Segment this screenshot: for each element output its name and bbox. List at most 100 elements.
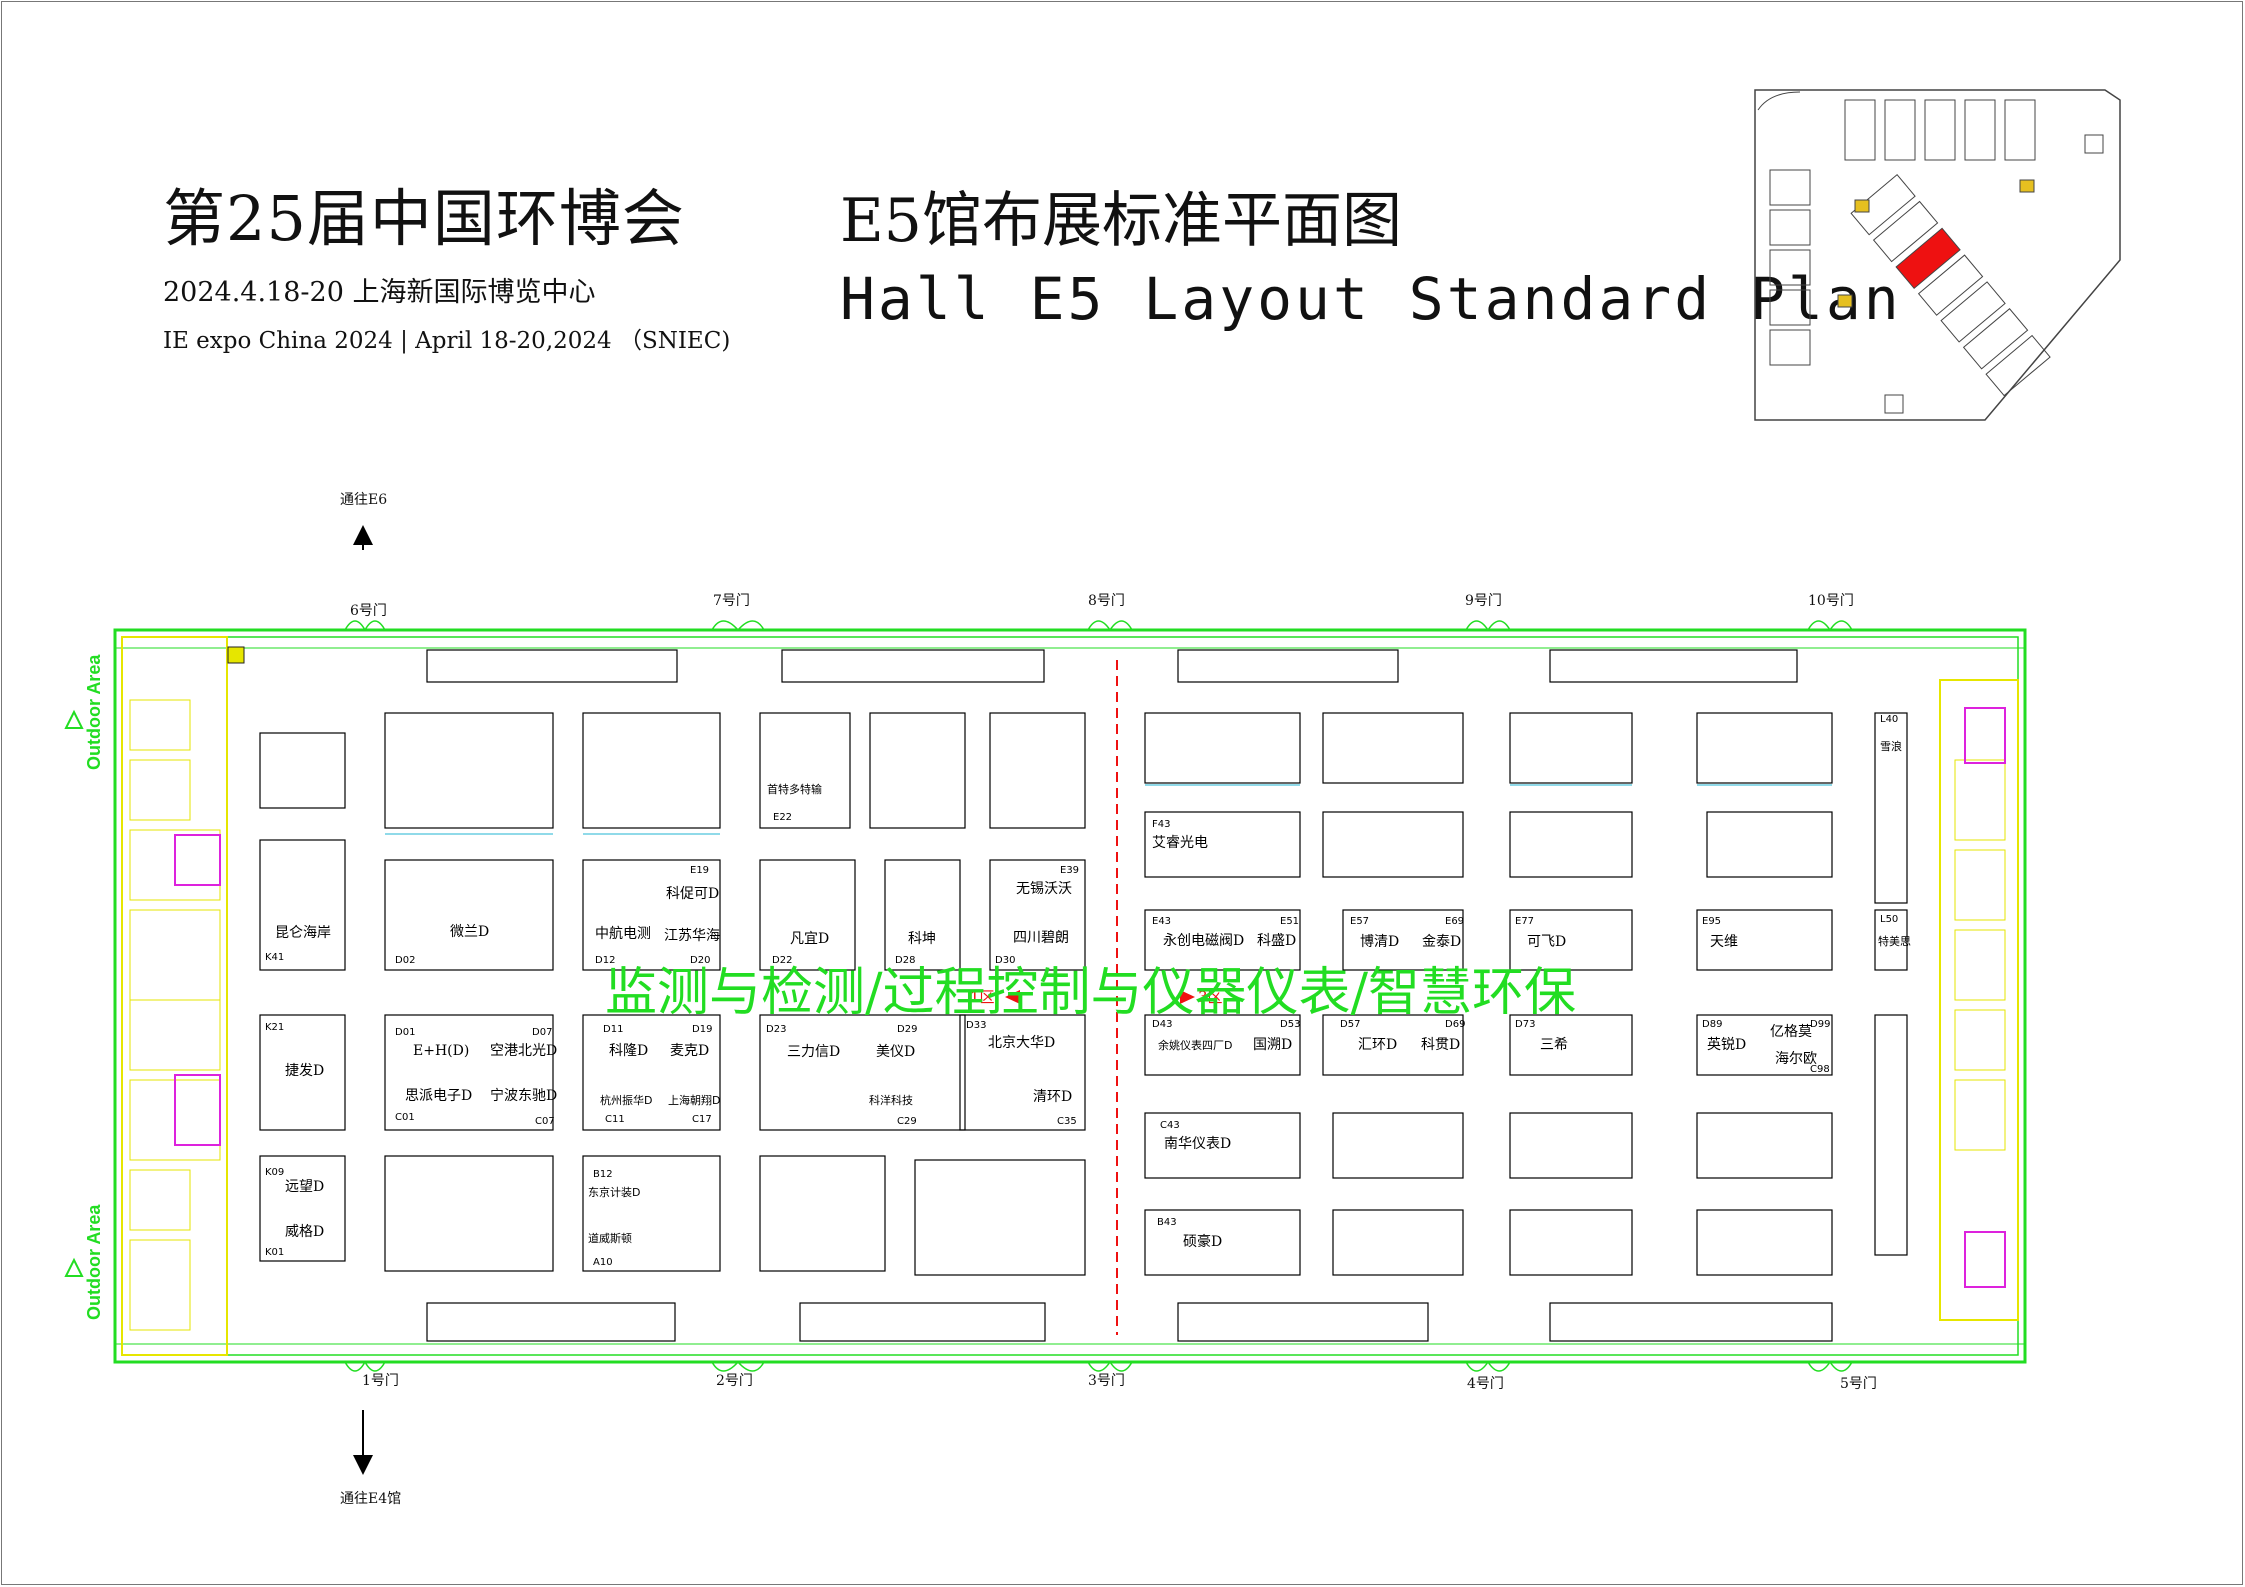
gate-3: 3号门 bbox=[1088, 1373, 1125, 1389]
booth-code: C11 bbox=[605, 1114, 625, 1125]
direction-label-e6: 通往E6 bbox=[340, 492, 387, 508]
booth-name: 清环D bbox=[1033, 1089, 1072, 1105]
booth-name: 硕豪D bbox=[1183, 1234, 1222, 1250]
booth-name: 金泰D bbox=[1422, 934, 1461, 950]
gate-4: 4号门 bbox=[1467, 1376, 1504, 1392]
booth-name: 英锐D bbox=[1707, 1036, 1746, 1053]
booth-code: D57 bbox=[1340, 1019, 1360, 1030]
hall-title-en: Hall E5 Layout Standard Plan bbox=[840, 265, 1902, 333]
booth-code: E77 bbox=[1515, 916, 1534, 927]
booth-code: E39 bbox=[1060, 865, 1079, 876]
booth-code: K09 bbox=[265, 1167, 284, 1178]
gate-10: 10号门 bbox=[1808, 593, 1854, 609]
gates-top: 6号门 7号门 8号门 9号门 10号门 bbox=[344, 593, 1854, 632]
booth-name: 海尔欧 bbox=[1775, 1051, 1817, 1067]
booth-code: D01 bbox=[395, 1027, 415, 1038]
booth-name: 科盛D bbox=[1257, 933, 1296, 949]
booth-name: 三希 bbox=[1540, 1037, 1568, 1053]
booth-name: 科坤 bbox=[908, 931, 936, 947]
booth-name: 四川碧朗 bbox=[1013, 930, 1069, 946]
gate-5: 5号门 bbox=[1840, 1376, 1877, 1392]
booth-name: 天维 bbox=[1710, 934, 1738, 950]
booth-name: 国溯D bbox=[1253, 1037, 1292, 1053]
expo-title-en: IE expo China 2024 | April 18-20,2024 （S… bbox=[163, 328, 731, 354]
booth-name: 可飞D bbox=[1527, 934, 1566, 950]
gate-1: 1号门 bbox=[362, 1373, 399, 1389]
booth-name: 远望D bbox=[285, 1179, 324, 1195]
booth-name: 三力信D bbox=[787, 1044, 840, 1060]
booth-outlines bbox=[259, 712, 1908, 1276]
bottom-perimeter-booths bbox=[426, 1302, 1833, 1342]
booth-name: 江苏华海 bbox=[664, 928, 720, 944]
hall-title-cn: E5馆布展标准平面图 bbox=[840, 186, 1402, 256]
booth-name: 道威斯顿 bbox=[588, 1231, 632, 1245]
booth-name: 东京计装D bbox=[588, 1185, 640, 1199]
booth-name: 科隆D bbox=[609, 1043, 648, 1059]
booth-name: 昆仑海岸 bbox=[275, 925, 331, 941]
booth-name: 中航电测 bbox=[595, 926, 651, 942]
booth-name: 永创电磁阀D bbox=[1163, 933, 1244, 949]
outdoor-area-label-top: Outdoor Area bbox=[84, 654, 104, 770]
booth-name: 麦克D bbox=[670, 1043, 709, 1059]
west-service-area bbox=[121, 636, 245, 1356]
booth-code: K21 bbox=[265, 1022, 284, 1033]
booth-code: D28 bbox=[895, 955, 915, 966]
gate-6: 6号门 bbox=[350, 603, 387, 619]
booth-labels: 昆仑海岸 K41 捷发D K21 远望D K09 威格D K01 微兰D D02… bbox=[265, 714, 1911, 1268]
expo-date-venue: 2024.4.18-20 上海新国际博览中心 bbox=[163, 277, 596, 308]
zone-marker-1: 1区 bbox=[970, 988, 995, 1006]
booth-code: D11 bbox=[603, 1024, 623, 1035]
booth-code: L40 bbox=[1880, 714, 1898, 725]
booth-code: C07 bbox=[535, 1116, 555, 1127]
direction-label-e4: 通往E4馆 bbox=[340, 1491, 401, 1507]
booth-code: D99 bbox=[1810, 1019, 1830, 1030]
outdoor-area-label-bottom: Outdoor Area bbox=[84, 1204, 104, 1320]
zone-marker-3: 3区 bbox=[1198, 988, 1223, 1006]
direction-to-e6: 通往E6 bbox=[340, 492, 387, 550]
booth-name: 博清D bbox=[1360, 933, 1399, 950]
booth-code: D73 bbox=[1515, 1019, 1535, 1030]
east-service-area bbox=[1939, 679, 2019, 1321]
expo-title: 第25届中国环博会 bbox=[163, 182, 685, 255]
gate-9: 9号门 bbox=[1465, 593, 1502, 609]
booth-code: K41 bbox=[265, 952, 284, 963]
booth-code: C29 bbox=[897, 1116, 917, 1127]
booth-name: 雪浪 bbox=[1880, 739, 1902, 753]
booth-code: D53 bbox=[1280, 1019, 1300, 1030]
booth-code: D89 bbox=[1702, 1019, 1722, 1030]
site-minimap bbox=[1754, 89, 2121, 421]
booth-code: E22 bbox=[773, 812, 792, 823]
booth-code: A10 bbox=[593, 1257, 613, 1268]
booth-name: 捷发D bbox=[285, 1063, 324, 1079]
booth-name: 特美思 bbox=[1878, 934, 1911, 948]
zone-markers: 1区 3区 bbox=[970, 988, 1223, 1006]
booth-code: K01 bbox=[265, 1247, 284, 1258]
booth-name: 宁波东驰D bbox=[490, 1087, 557, 1104]
booth-name: 科促可D bbox=[666, 886, 719, 902]
booth-name: 上海朝翔D bbox=[668, 1093, 720, 1107]
booth-code: L50 bbox=[1880, 914, 1898, 925]
booth-code: D33 bbox=[966, 1020, 986, 1031]
booth-code: C01 bbox=[395, 1112, 415, 1123]
booth-name: 微兰D bbox=[450, 924, 489, 940]
booth-name: 杭州振华D bbox=[600, 1093, 652, 1107]
booth-name: 科贯D bbox=[1421, 1037, 1460, 1053]
booth-code: D69 bbox=[1445, 1019, 1465, 1030]
booth-name: 凡宜D bbox=[790, 931, 829, 947]
booth-code: D19 bbox=[692, 1024, 712, 1035]
booth-name: 南华仪表D bbox=[1164, 1136, 1231, 1152]
booth-name: 首特多特输 bbox=[767, 782, 822, 796]
booth-code: F43 bbox=[1152, 819, 1170, 830]
booth-name: 艾睿光电 bbox=[1152, 835, 1208, 851]
booth-code: E95 bbox=[1702, 916, 1721, 927]
gate-8: 8号门 bbox=[1088, 593, 1125, 609]
booth-code: D02 bbox=[395, 955, 415, 966]
booth-code: E69 bbox=[1445, 916, 1464, 927]
booth-name: 美仪D bbox=[876, 1044, 915, 1060]
category-banner: 监测与检测/过程控制与仪器仪表/智慧环保 bbox=[605, 963, 1576, 1023]
booth-code: B43 bbox=[1157, 1217, 1177, 1228]
booth-code: D23 bbox=[766, 1024, 786, 1035]
gates-bottom: 1号门 2号门 3号门 4号门 5号门 bbox=[344, 1360, 1877, 1392]
